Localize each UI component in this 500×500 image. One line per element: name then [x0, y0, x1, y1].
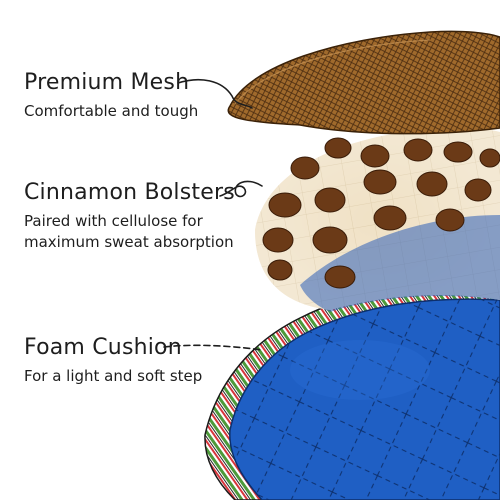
cinnamon-bolsters-label: Cinnamon Bolsters Paired with cellulose …	[24, 180, 235, 253]
cinnamon-bolsters-title: Cinnamon Bolsters	[24, 180, 235, 205]
foam-cushion-label: Foam Cushion For a light and soft step	[24, 335, 202, 387]
cinnamon-bolsters-description: Paired with cellulose for maximum sweat …	[24, 211, 235, 253]
premium-mesh-label: Premium Mesh Comfortable and tough	[24, 70, 198, 122]
foam-cushion-layer	[204, 280, 500, 500]
foam-cushion-description: For a light and soft step	[24, 367, 203, 385]
cinnamon-bolsters-description-line-1: Paired with cellulose for	[24, 212, 203, 230]
premium-mesh-description: Comfortable and tough	[24, 102, 199, 120]
cinnamon-bolsters-layer	[255, 127, 500, 312]
cinnamon-pointer-line	[219, 180, 263, 198]
mesh-pointer-line	[177, 78, 253, 109]
foam-pointer-line	[163, 344, 263, 351]
cinnamon-bolsters-description-line-2: maximum sweat absorption	[24, 233, 234, 251]
premium-mesh-title: Premium Mesh	[24, 70, 190, 95]
foam-cushion-title: Foam Cushion	[24, 335, 182, 360]
premium-mesh-layer	[227, 30, 500, 135]
